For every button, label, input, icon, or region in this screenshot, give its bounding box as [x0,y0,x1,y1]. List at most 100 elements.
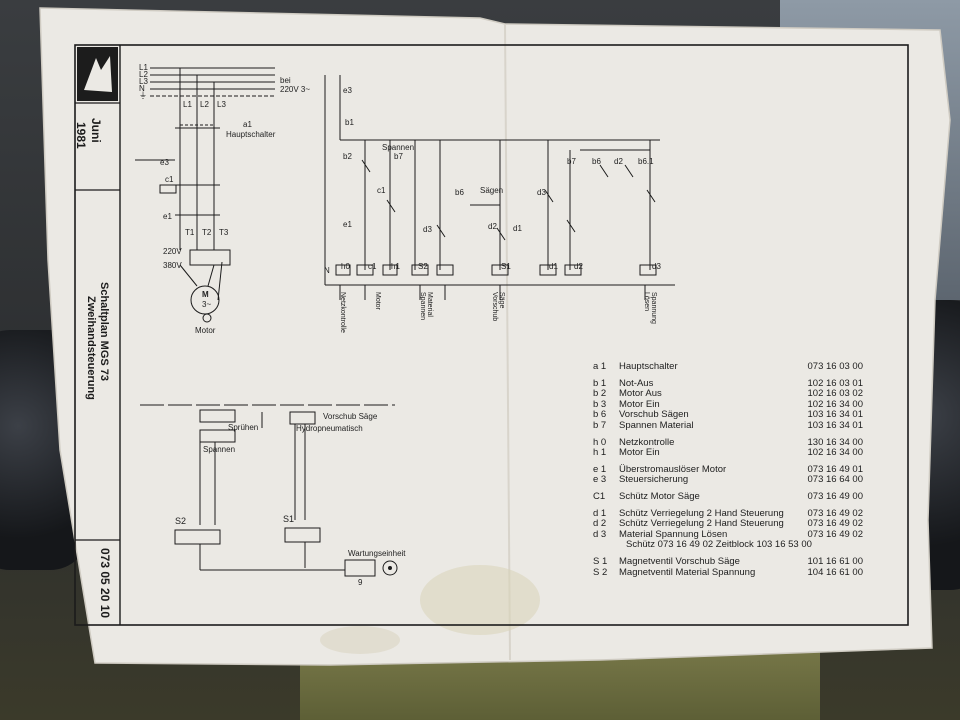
ctrl-h0-label: h0 [341,262,350,271]
legend-row: e 3 Steuersicherung 073 16 64 00 [593,475,863,486]
legend-code: e 3 [593,474,607,486]
legend-description: Steuersicherung [619,474,689,486]
legend-description: Material Spannung Lösen [619,528,728,540]
ctrl-b2-label: b2 [343,152,352,161]
ctrl-d1coil-label: d1 [549,262,558,271]
legend-row: a 1 Hauptschalter 073 16 03 00 [593,361,863,373]
legend-description: Not-Aus [619,377,654,389]
legend-description: Motor Ein [619,447,660,459]
ctrl-spannen-label: Spannen [382,143,415,152]
motor-label: Motor [195,326,216,335]
motor-phase: 3~ [202,300,212,309]
ctrl-d2-label: d2 [488,222,497,231]
legend-part-number: 073 16 03 00 [807,361,863,372]
bottom-label-netzkontrolle: Netzkontrolle [339,292,346,333]
legend-code: b 6 [593,409,607,421]
pneu-wartung-label: Wartungseinheit [348,549,406,558]
voltage-220: 220V [163,247,182,256]
bottom-label-motor: Motor [374,292,381,310]
ctrl-s1-label: S1 [501,262,511,271]
legend-part-number: 103 16 34 01 [807,409,863,421]
main-switch-code: a1 [243,120,252,129]
pneu-hydro-label: Hydropneumatisch [296,424,363,433]
legend-description: Netzkontrolle [619,436,675,448]
legend-part-number: 102 16 03 01 [807,377,863,389]
sidebar-title: Schaltplan MGS 73 [98,282,110,382]
legend-code: h 1 [593,447,607,459]
t1-label: T1 [185,228,195,237]
ctrl-saegen-label: Sägen [480,186,504,195]
ctrl-b6b-label: b6 [592,157,601,166]
sidebar-date-month: Juni [89,118,103,143]
ctrl-b6-label: b6 [455,188,464,197]
pneu-s1-label: S1 [283,514,295,524]
ctrl-d1-label: d1 [513,224,522,233]
sidebar-drawing-number: 073 05 20 10 [98,548,112,619]
pneu-spannen-label: Spannen [203,445,236,454]
main-switch-label: Hauptschalter [226,130,276,139]
power-c1-label: c1 [165,175,174,184]
phase-label-n: N [139,84,145,93]
bottom-label-saege-vorschub: Säge Vorschub [491,292,505,322]
bottom-label-material-spannen: Material Spannen [419,292,433,321]
ctrl-c1a-label: c1 [377,186,386,195]
ctrl-d2b-label: d2 [614,157,623,166]
phase-label-l2: L2 [139,70,148,79]
ctrl-d3a-label: d3 [423,225,432,234]
legend-description: Schütz Verriegelung 2 Hand Steuerung [619,518,784,530]
ctrl-s2-label: S2 [418,262,428,271]
bei-label: bei [280,76,291,85]
legend-description: Motor Aus [619,388,662,400]
pneu-wartung-number: 9 [358,578,363,587]
ctrl-d3b-label: d3 [537,188,546,197]
legend-code: a 1 [593,361,607,372]
legend-part-number: 073 16 49 02 [807,507,863,519]
ctrl-c1coil-label: c1 [368,262,377,271]
ctrl-e3-label: e3 [343,86,352,95]
ctrl-b1-label: b1 [345,118,354,127]
legend-part-number: 073 16 49 01 [807,463,863,475]
legend-part-number: 103 16 34 01 [807,419,863,431]
sidebar-subtitle: Zweihandsteuerung [85,296,97,400]
pneu-spruehen-label: Sprühen [228,423,259,432]
t2-label: T2 [202,228,212,237]
legend-description: Motor Ein [619,398,660,410]
motor-symbol: M [202,290,209,299]
legend-row: d 2 Schütz Verriegelung 2 Hand Steuerung 0… [593,519,863,530]
legend-description: Hauptschalter [619,361,678,372]
phase-label-earth: ⏚ [139,91,147,100]
legend-description: Magnetventil Vorschub Säge [619,555,740,567]
phase-label-l3: L3 [139,77,148,86]
legend-part-number: 101 16 61 00 [807,555,863,567]
legend-code: b 2 [593,388,607,400]
legend-part-number: 073 16 64 00 [807,474,863,486]
legend-code: b 7 [593,419,607,431]
ctrl-e1-label: e1 [343,220,352,229]
ctrl-b61-label: b6.1 [638,157,654,166]
legend-description: Magnetventil Material Spannung [619,566,756,578]
legend-code: d 2 [593,518,607,530]
power-e3-label: e3 [160,158,169,167]
legend-part-number: 073 16 49 02 [807,518,863,530]
legend-description: Schütz Motor Säge [619,490,700,502]
terminal-l3: L3 [217,100,226,109]
legend-row: h 1 Motor Ein 102 16 34 00 [593,448,863,459]
legend-code: S 2 [593,566,608,578]
terminal-l1: L1 [183,100,192,109]
legend-code: h 0 [593,436,607,448]
ctrl-h1-label: h1 [391,262,400,271]
t3-label: T3 [219,228,229,237]
legend-d3-subline: Schütz 073 16 49 02 Zeitblock 103 16 53 … [626,539,812,551]
legend-part-number: 102 16 34 00 [807,447,863,459]
